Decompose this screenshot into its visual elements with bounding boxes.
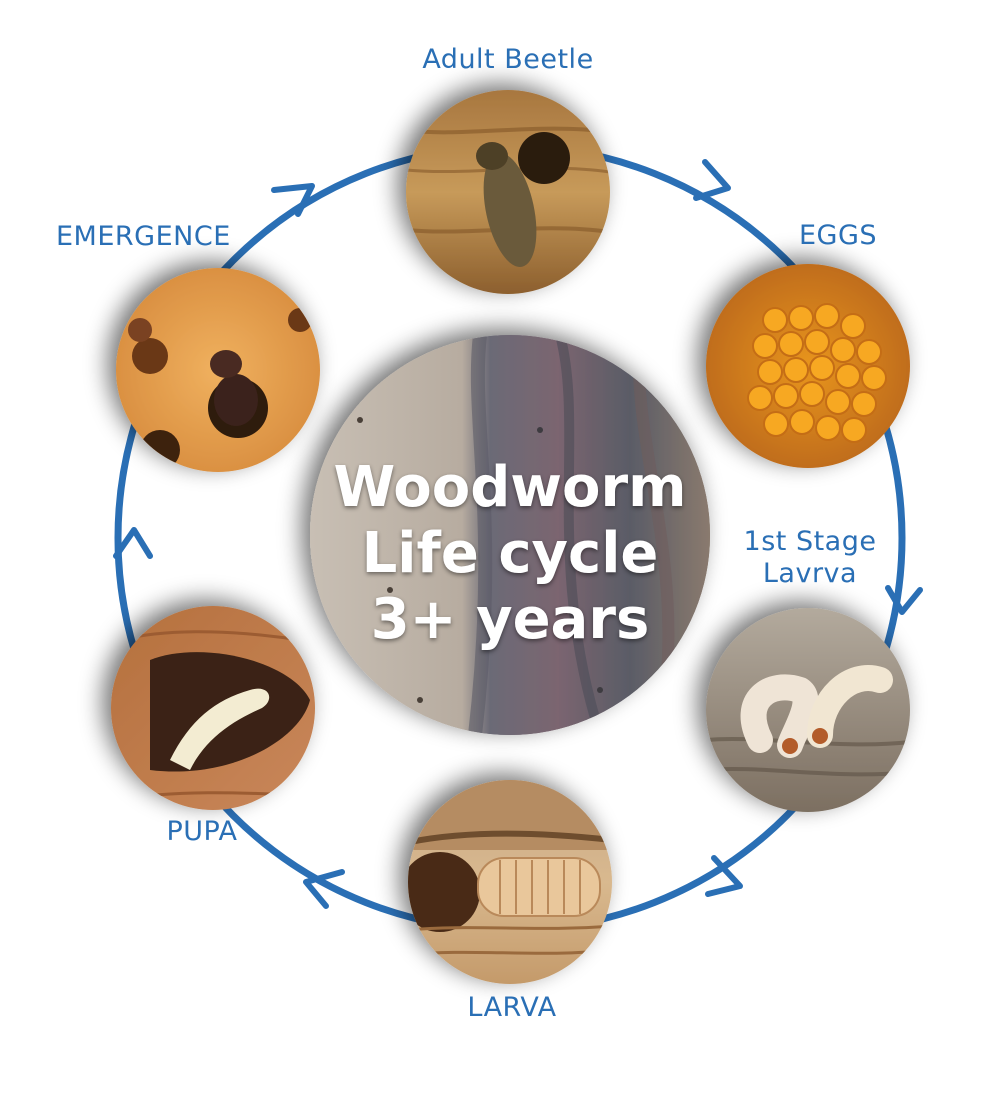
- larva-icon: [807, 665, 893, 748]
- larva-icon: [740, 674, 819, 758]
- larva-image: [408, 780, 612, 984]
- center-title-line2: Life cycle: [361, 521, 659, 586]
- eggs-image: [706, 264, 910, 468]
- center-title: Woodworm Life cycle 3+ years: [300, 455, 720, 653]
- label-larva: LARVA: [467, 992, 557, 1023]
- adult-beetle-image: [406, 90, 610, 294]
- beetle-icon: [483, 153, 537, 267]
- arrow-icon: [885, 585, 923, 615]
- label-first-stage: 1st Stage Lavrva: [744, 526, 877, 591]
- label-first-stage-line1: 1st Stage: [743, 526, 877, 557]
- cycle-arrows: [113, 159, 923, 909]
- arrow-icon: [113, 527, 153, 559]
- center-image: [310, 335, 710, 735]
- arrow-icon: [705, 855, 743, 897]
- center-title-line1: Woodworm: [333, 455, 687, 520]
- beetle-icon: [214, 374, 258, 426]
- arrow-icon: [303, 869, 345, 909]
- first-stage-larva-image: [706, 608, 910, 812]
- label-first-stage-line2: Lavrva: [762, 558, 858, 590]
- label-pupa: PUPA: [166, 816, 238, 847]
- pupa-image: [111, 606, 315, 810]
- emergence-image: [116, 268, 320, 472]
- larva-icon: [477, 857, 601, 917]
- label-emergence: EMERGENCE: [56, 221, 231, 252]
- arrow-icon: [271, 183, 315, 217]
- center-title-line3: 3+ years: [370, 587, 650, 652]
- arrow-icon: [693, 159, 731, 201]
- pupa-icon: [170, 688, 270, 770]
- label-eggs: EGGS: [798, 220, 878, 251]
- label-adult-beetle: Adult Beetle: [422, 44, 594, 75]
